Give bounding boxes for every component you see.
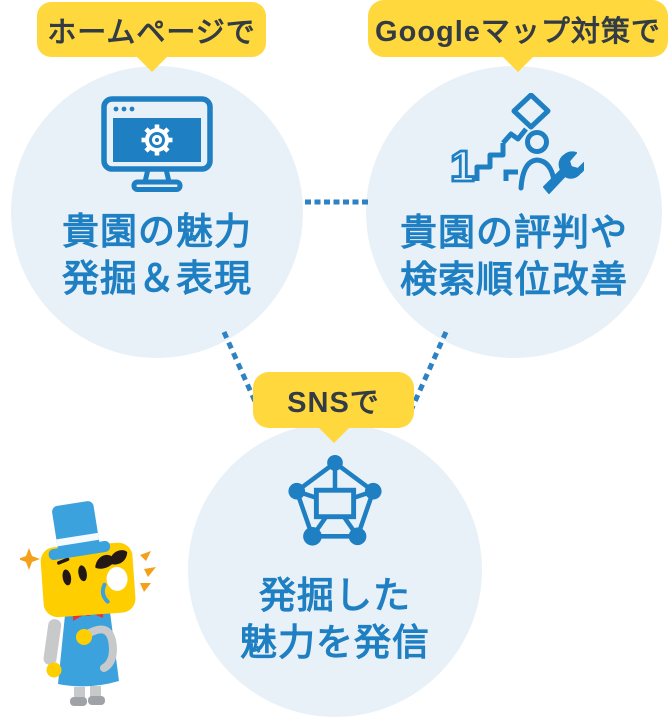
caption-line: 魅力を発信	[240, 622, 430, 663]
sns-network-icon	[285, 452, 385, 552]
sparkle-icon	[140, 551, 151, 561]
node-google-map: 1 貴園の評判や 検索順位改善	[366, 66, 662, 358]
badge-homepage: ホームページで	[37, 2, 266, 57]
ranking-first-place-repair-icon: 1	[444, 93, 584, 201]
caption-line: 発掘した	[259, 575, 411, 616]
caption-line: 貴園の魅力	[62, 211, 252, 252]
svg-text:1: 1	[450, 142, 474, 191]
badge-sns-label: SNSで	[287, 387, 380, 419]
caption-line: 貴園の評判や	[400, 212, 628, 253]
sparkle-icon	[20, 548, 40, 570]
badge-sns: SNSで	[253, 372, 414, 428]
node-sns-caption: 発掘した 魅力を発信	[240, 572, 430, 666]
node-sns: 発掘した 魅力を発信	[188, 423, 482, 717]
sparkle-icon	[144, 567, 156, 577]
detective-mascot	[20, 501, 156, 706]
node-google-map-caption: 貴園の評判や 検索順位改善	[400, 209, 628, 303]
node-homepage: 貴園の魅力 発掘＆表現	[11, 66, 303, 358]
node-homepage-caption: 貴園の魅力 発掘＆表現	[62, 208, 252, 302]
caption-line: 検索順位改善	[400, 259, 628, 300]
sparkle-icon	[140, 583, 151, 592]
badge-google-map-label: Googleマップ対策で	[375, 15, 661, 48]
caption-line: 発掘＆表現	[62, 258, 252, 299]
badge-homepage-label: ホームページで	[47, 16, 256, 49]
monitor-gear-icon	[101, 96, 213, 192]
badge-google-map: Googleマップ対策で	[368, 0, 668, 57]
